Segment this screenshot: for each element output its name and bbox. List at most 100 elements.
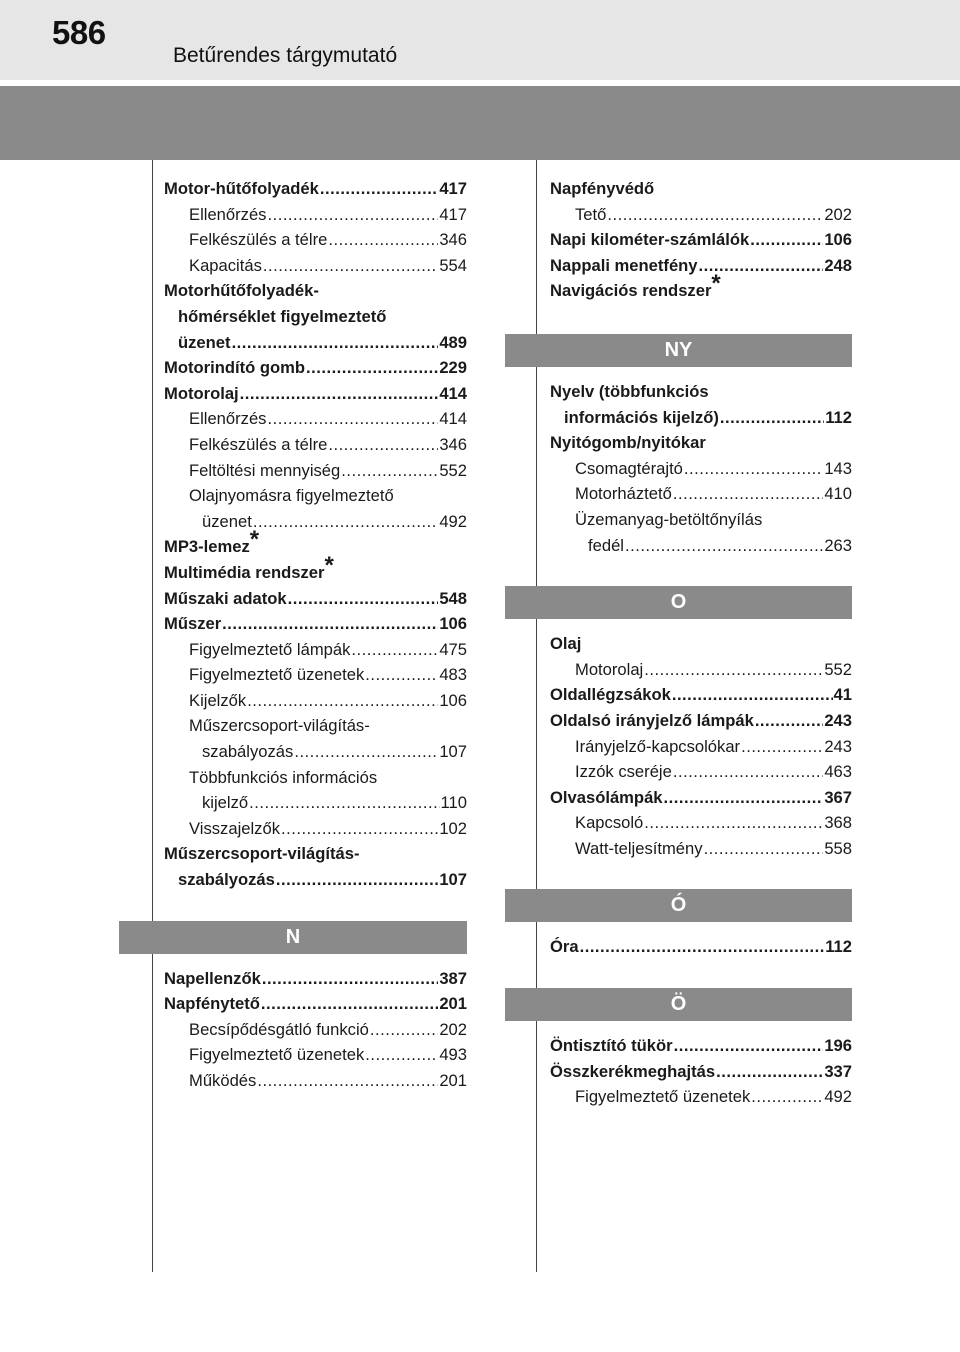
index-entry: Felkészülés a télre346 xyxy=(164,227,467,253)
entry-label: Ellenőrzés xyxy=(189,204,267,224)
index-column-right: NapfényvédőTető202Napi kilométer-számlál… xyxy=(505,176,852,1110)
index-entry: Ellenőrzés414 xyxy=(164,406,467,432)
index-entry: Motorindító gomb229 xyxy=(164,355,467,381)
dot-leader xyxy=(328,227,438,253)
entry-page-number: 492 xyxy=(824,1087,852,1107)
entry-label: Navigációs rendszer xyxy=(550,281,712,301)
dot-leader xyxy=(365,1042,438,1068)
entry-label: Nyitógomb/nyitókar xyxy=(550,433,706,453)
entry-page-number: 554 xyxy=(439,255,467,275)
index-entry-list: Motor-hűtőfolyadék417Ellenőrzés417Felkés… xyxy=(164,176,467,893)
dot-leader xyxy=(261,991,438,1017)
entry-page-number: 368 xyxy=(824,813,852,833)
index-entry: Üzemanyag-betöltőnyílás xyxy=(550,507,852,533)
entry-label: Óra xyxy=(550,937,579,957)
dot-leader xyxy=(263,253,438,279)
entry-label: Üzemanyag-betöltőnyílás xyxy=(575,509,763,529)
index-entry-list: Óra112 xyxy=(550,934,852,960)
entry-page-number: 41 xyxy=(833,685,852,705)
section-heading-ny: NY xyxy=(505,333,852,367)
index-entry: Figyelmeztető üzenetek492 xyxy=(550,1084,852,1110)
entry-label: Működés xyxy=(189,1071,257,1090)
entry-label: Multimédia rendszer xyxy=(164,562,325,582)
dot-leader xyxy=(351,637,438,663)
entry-label: információs kijelző) xyxy=(564,407,719,427)
entry-page-number: 417 xyxy=(439,179,467,198)
entry-page-number: 387 xyxy=(439,968,467,988)
index-entry: Műszer106 xyxy=(164,611,467,637)
index-entry: Műszercsoport-világítás- xyxy=(164,713,467,739)
entry-label: üzenet xyxy=(202,511,252,531)
entry-page-number: 107 xyxy=(439,870,467,890)
dot-leader xyxy=(750,227,823,253)
entry-page-number: 548 xyxy=(439,588,467,608)
entry-label: hőmérséklet figyelmeztető xyxy=(178,306,387,326)
index-entry: Ellenőrzés 417 xyxy=(164,202,467,228)
index-entry: Multimédia rendszer* xyxy=(164,553,467,586)
index-entry: Motorolaj552 xyxy=(550,657,852,683)
entry-label: Figyelmeztető lámpák xyxy=(189,639,351,659)
dot-leader xyxy=(281,816,438,842)
entry-page-number: 112 xyxy=(825,407,852,427)
entry-label: Ellenőrzés xyxy=(189,409,267,429)
entry-label: fedél xyxy=(588,535,624,555)
index-entry: Motorháztető410 xyxy=(550,481,852,507)
entry-page-number: 248 xyxy=(824,255,852,275)
index-entry: Oldallégzsákok41 xyxy=(550,682,852,708)
entry-label: Olajnyomásra figyelmeztető xyxy=(189,486,394,506)
entry-label: Oldalsó irányjelző lámpák xyxy=(550,710,754,730)
index-entry: Tető202 xyxy=(550,202,852,228)
entry-page-number: 414 xyxy=(439,383,467,403)
index-entry: Többfunkciós információs xyxy=(164,765,467,791)
entry-label: Napfényvédő xyxy=(550,179,655,198)
entry-label: Csomagtérajtó xyxy=(575,458,683,478)
entry-page-number: 475 xyxy=(439,639,467,659)
index-entry: Figyelmeztető üzenetek483 xyxy=(164,662,467,688)
entry-page-number: 229 xyxy=(439,358,467,378)
dot-leader xyxy=(755,708,824,734)
entry-page-number: 417 xyxy=(439,204,467,224)
index-entry: MP3-lemez* xyxy=(164,528,467,560)
entry-label: Motorolaj xyxy=(164,383,239,403)
index-entry: Feltöltési mennyiség552 xyxy=(164,458,467,484)
dot-leader xyxy=(320,176,438,202)
dot-leader xyxy=(240,381,439,407)
entry-page-number: 346 xyxy=(439,434,467,454)
dot-leader xyxy=(306,355,438,381)
entry-page-number: 243 xyxy=(824,736,852,756)
page-number: 586 xyxy=(52,14,106,51)
index-entry: Napfénytető201 xyxy=(164,991,467,1017)
dot-leader xyxy=(222,611,438,637)
entry-page-number: 463 xyxy=(824,762,852,782)
index-entry: Navigációs rendszer* xyxy=(550,272,852,304)
entry-label: Napi kilométer-számlálók xyxy=(550,230,750,250)
entry-page-number: 102 xyxy=(439,818,467,838)
entry-label: kijelző xyxy=(202,793,249,813)
dot-leader xyxy=(580,934,825,960)
entry-page-number: 106 xyxy=(439,690,467,710)
dot-leader xyxy=(674,1033,824,1059)
entry-page-number: 201 xyxy=(439,1071,467,1090)
dot-leader xyxy=(644,810,823,836)
dot-leader xyxy=(232,330,439,356)
dot-leader xyxy=(625,533,823,559)
entry-label: Műszercsoport-világítás- xyxy=(189,716,370,736)
index-entry: Motorhűtőfolyadék- xyxy=(164,278,467,304)
entry-page-number: 367 xyxy=(824,787,852,807)
entry-label: Tető xyxy=(575,204,607,224)
dot-leader xyxy=(253,509,438,535)
entry-label: Felkészülés a télre xyxy=(189,434,328,454)
index-entry: Nyitógomb/nyitókar xyxy=(550,430,852,456)
dot-leader xyxy=(720,405,824,431)
dot-leader xyxy=(341,458,438,484)
dot-leader xyxy=(276,867,438,893)
entry-label: Watt-teljesítmény xyxy=(575,838,703,858)
entry-page-number: 110 xyxy=(440,793,467,813)
dot-leader xyxy=(365,662,438,688)
dot-leader xyxy=(684,456,823,482)
page-title: Betűrendes tárgymutató xyxy=(173,44,398,67)
dot-leader xyxy=(672,682,833,708)
index-entry: Watt-teljesítmény558 xyxy=(550,836,852,862)
index-entry-list: Öntisztító tükör196Összkerékmeghajtás337… xyxy=(550,1033,852,1110)
dot-leader xyxy=(673,481,823,507)
